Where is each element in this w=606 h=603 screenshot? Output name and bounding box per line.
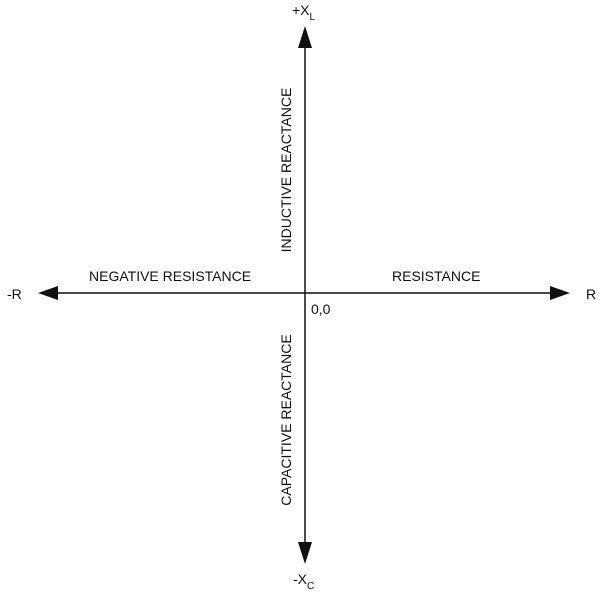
right-arrowhead bbox=[550, 286, 570, 300]
positive-reactance-axis-label: +XL bbox=[292, 2, 316, 23]
inductive-reactance-region-label: INDUCTIVE REACTANCE bbox=[278, 87, 294, 253]
capacitive-reactance-region-label: CAPACITIVE REACTANCE bbox=[278, 334, 294, 506]
negative-resistance-region-label: NEGATIVE RESISTANCE bbox=[89, 268, 252, 284]
positive-resistance-axis-label: R bbox=[586, 286, 597, 302]
down-arrowhead bbox=[298, 542, 312, 564]
left-arrowhead bbox=[38, 286, 58, 300]
origin-label: 0,0 bbox=[311, 301, 331, 317]
resistance-region-label: RESISTANCE bbox=[392, 268, 481, 284]
up-arrowhead bbox=[298, 26, 312, 48]
negative-resistance-axis-label: -R bbox=[7, 286, 22, 302]
negative-reactance-axis-label: -XC bbox=[293, 571, 315, 592]
